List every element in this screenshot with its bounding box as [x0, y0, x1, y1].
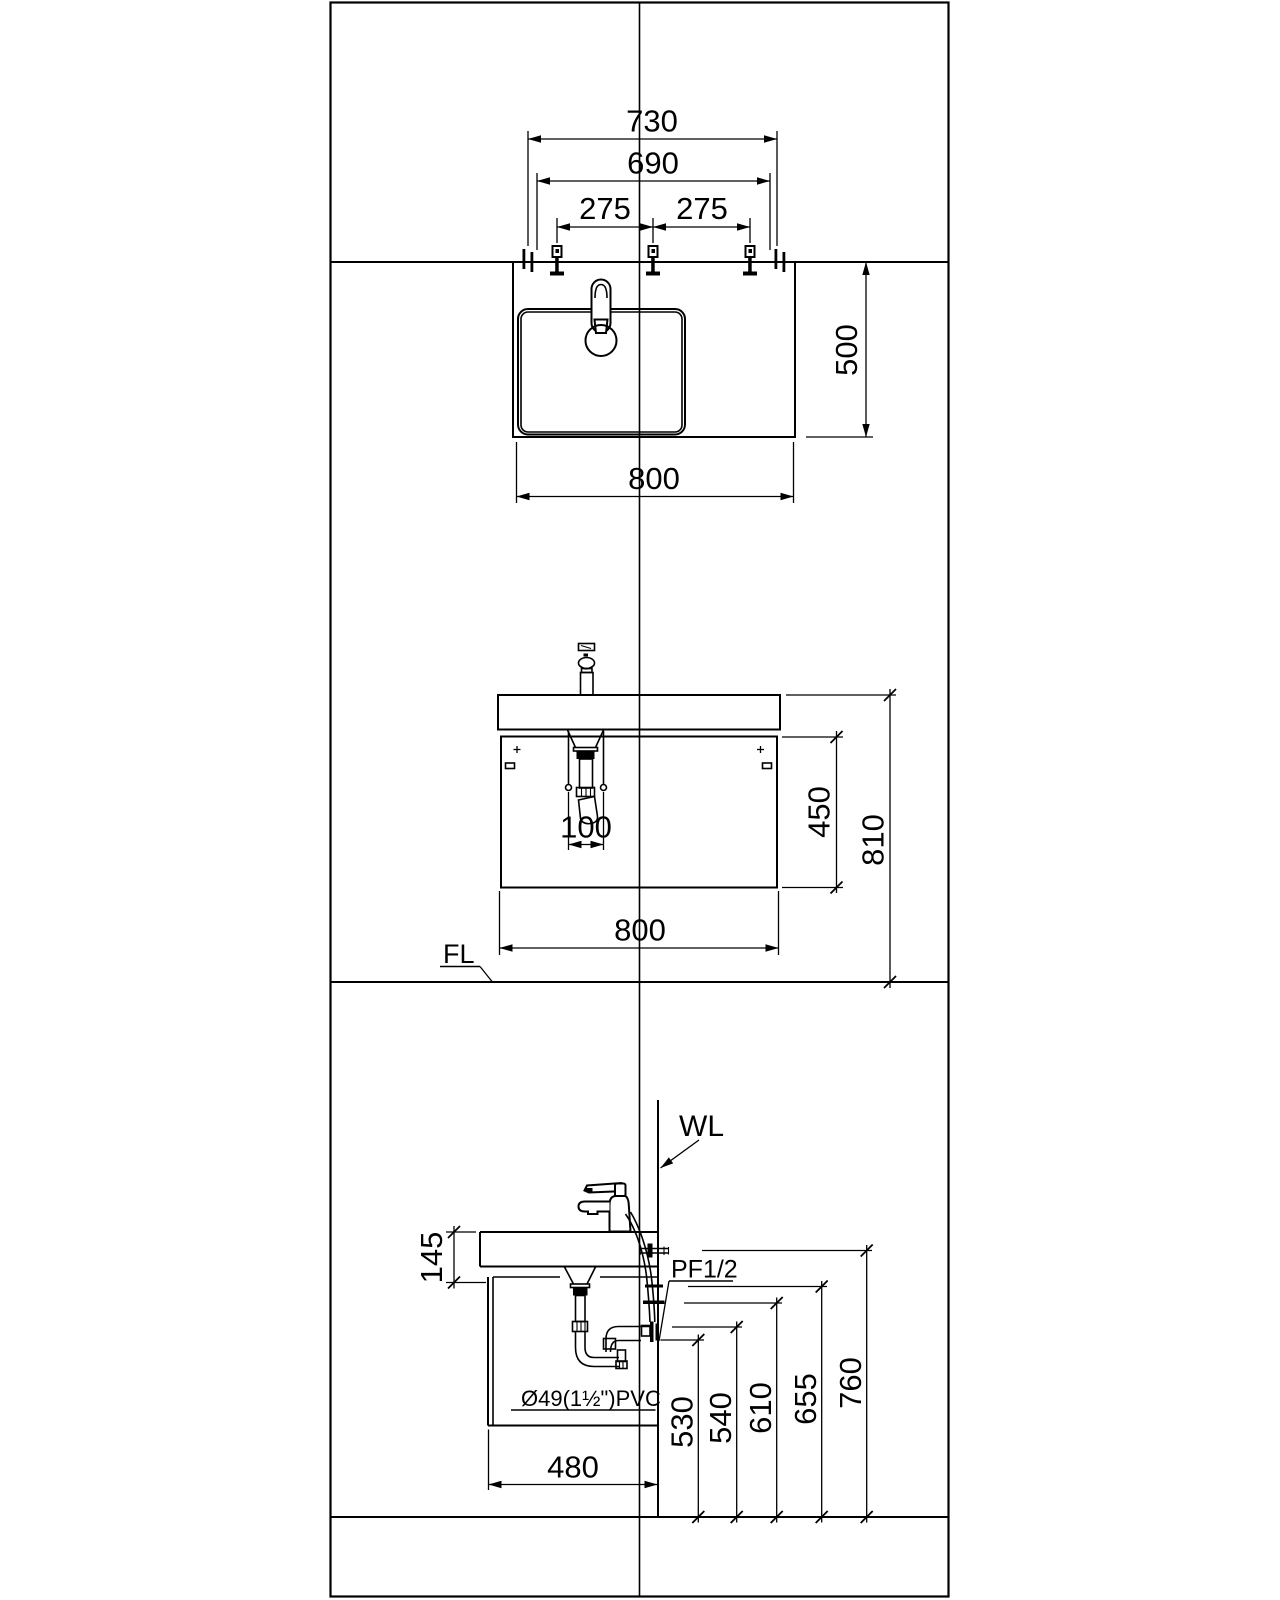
dim-145: 145 — [414, 1225, 486, 1290]
dim-480-label: 480 — [547, 1450, 599, 1485]
drain-trap-side — [563, 1266, 650, 1370]
counter-outline-plan — [512, 261, 796, 438]
anchor-bolt-right — [743, 245, 757, 276]
dim-275-right-label: 275 — [676, 191, 728, 226]
floor-line-label: FL — [443, 939, 475, 969]
height-dimensions: 530 540 610 655 760 — [660, 1243, 874, 1524]
counter-front — [497, 694, 781, 731]
dim-690-label: 690 — [627, 146, 679, 181]
dim-610-label: 610 — [743, 1382, 778, 1434]
dim-450-label: 450 — [802, 786, 837, 838]
wall-line-label: WL — [679, 1110, 724, 1143]
dim-100-label: 100 — [560, 810, 612, 845]
dim-655-label: 655 — [788, 1373, 823, 1425]
supply-thread-label: PF1/2 — [671, 1256, 738, 1284]
anchor-bolt-center — [646, 245, 660, 276]
dim-530-label: 530 — [665, 1396, 700, 1448]
drawing-border — [329, 1, 950, 1598]
top-view-dimensions: 730 690 275 275 500 800 — [515, 104, 873, 503]
dim-800-plan-label: 800 — [628, 461, 680, 496]
dim-145-label: 145 — [414, 1232, 449, 1284]
wall-bolt-side — [639, 1243, 670, 1258]
side-view: WL PF1/2 Ø49(1½")PVC 145 480 — [414, 1100, 874, 1524]
dim-540-label: 540 — [703, 1392, 738, 1444]
hinge-marks — [504, 746, 773, 770]
dim-810-label: 810 — [856, 814, 891, 866]
drain-pipe-label: Ø49(1½")PVC — [521, 1386, 661, 1411]
faucet-front — [577, 642, 596, 696]
mounting-studs-front — [564, 731, 608, 792]
front-view-dimensions: 100 450 810 800 FL — [440, 688, 897, 989]
supply-connection — [640, 1284, 665, 1342]
cabinet-front — [500, 735, 778, 889]
dim-730-label: 730 — [626, 104, 678, 139]
dim-500-label: 500 — [829, 324, 864, 376]
top-view: 730 690 275 275 500 800 — [512, 104, 873, 503]
drain-trap-front — [566, 729, 605, 825]
dim-800-front-label: 800 — [614, 913, 666, 948]
counter-side — [479, 1231, 658, 1268]
edge-tick-marks — [522, 249, 786, 272]
faucet-side — [577, 1181, 656, 1323]
faucet-plan — [584, 278, 618, 357]
anchor-bolt-left — [550, 245, 564, 276]
dim-275-left-label: 275 — [579, 191, 631, 226]
front-view: 100 450 810 800 FL — [440, 642, 897, 989]
dim-480: 480 — [487, 1429, 658, 1490]
wall-line-leader — [660, 1139, 700, 1169]
dim-760-label: 760 — [833, 1357, 868, 1409]
cabinet-side — [487, 1276, 657, 1427]
